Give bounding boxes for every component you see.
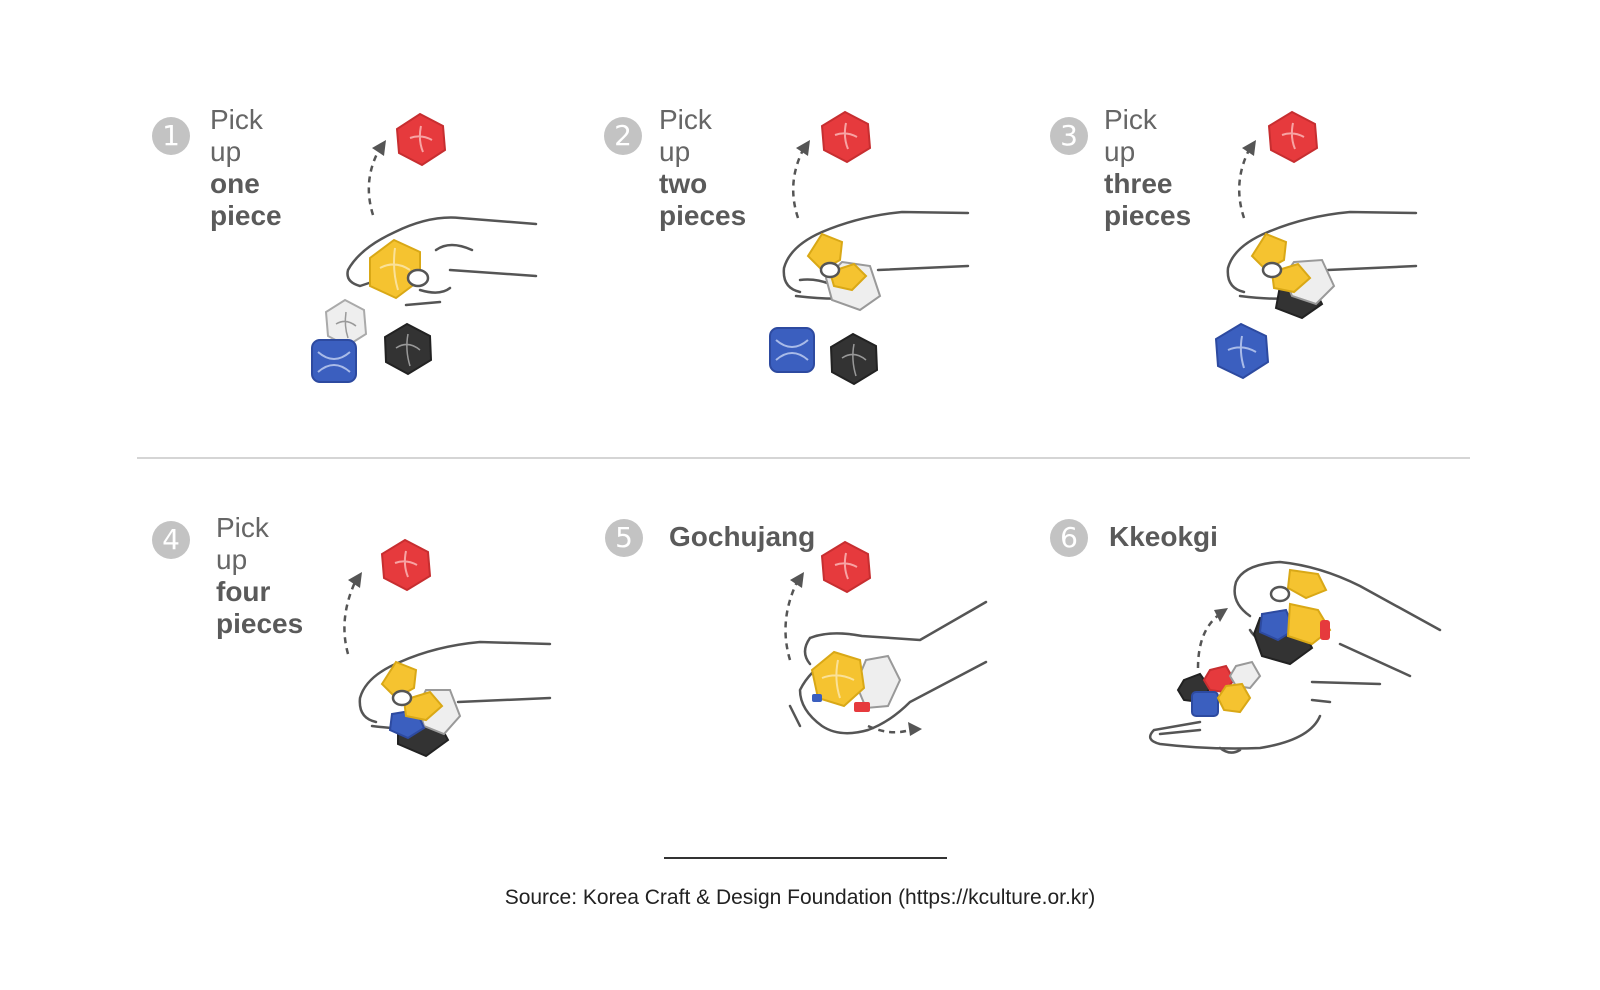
black-piece [829,332,879,386]
yellow-piece [1216,682,1252,714]
yellow-piece [1286,568,1328,600]
step-caption: Pick up four pieces [216,512,303,640]
caption-line: four [216,576,271,607]
thumb [1261,261,1283,279]
piece-cross-mark [834,552,858,580]
piece-cross-mark [394,550,418,578]
dashed-arrow [1196,612,1221,669]
caption-line: Pick up [210,104,263,167]
caption-line: pieces [1104,200,1192,231]
piece-cross-mark [335,311,357,339]
red-piece [1320,620,1330,640]
source-citation: Source: Korea Craft & Design Foundation … [504,886,1096,909]
piece-cross-mark [317,351,351,373]
step-number-badge: 6 [1050,519,1088,557]
step-6-illustration [1148,560,1442,754]
hand-outline [788,600,988,735]
piece-cross-mark [379,247,411,291]
caption-line: two [659,168,708,199]
arrow-head [790,572,804,588]
step-2-illustration [769,110,970,386]
step-number-badge: 4 [152,521,190,559]
dashed-arrow [343,579,358,655]
caption-line: one [210,168,260,199]
step-number-badge: 2 [604,117,642,155]
arrow-head [1214,608,1228,622]
piece-cross-mark [821,659,855,699]
thumb [406,268,430,288]
caption-line: pieces [216,608,304,639]
caption-line: Pick up [216,512,269,575]
blue-piece [812,694,822,702]
dashed-arrow [867,724,911,734]
blue-piece [311,339,357,383]
arrow-head [1242,140,1256,156]
piece-pattern [395,333,421,367]
dashed-arrow [784,579,800,661]
thumb [819,261,841,279]
yellow-piece [810,650,866,708]
step-caption: Gochujang [669,521,816,552]
step-caption: Kkeokgi [1109,521,1218,552]
red-piece [854,702,870,712]
caption-line: pieces [659,200,747,231]
step-number-badge: 1 [152,117,190,155]
step-3-illustration [1214,110,1418,380]
step-caption: Pick up one piece [210,104,282,232]
arrow-head [372,140,386,156]
step-1-illustration [311,112,538,383]
step-caption: Pick up three pieces [1104,104,1191,232]
caption-line: piece [210,200,282,231]
source-rule [664,857,947,859]
thumb [1269,585,1291,603]
piece-cross-mark [834,122,858,150]
piece-cross-mark [1227,335,1257,369]
arrow-head [796,140,810,156]
step-number-badge: 5 [605,519,643,557]
arrow-head [908,722,922,736]
hand-outline [1148,680,1382,754]
section-divider [137,457,1470,459]
white-piece [1228,660,1262,690]
piece-cross-mark [775,339,809,361]
caption-line: Pick up [659,104,712,167]
step-5-illustration [784,540,988,736]
black-piece [383,322,433,376]
hand-outline [782,210,970,300]
dashed-arrow [367,147,382,216]
thumb [391,689,413,707]
blue-piece [769,327,815,373]
step-number-badge: 3 [1050,117,1088,155]
step-caption: Pick up two pieces [659,104,746,232]
blue-piece [1214,322,1270,380]
yellow-piece [402,690,444,722]
caption-line: Pick up [1104,104,1157,167]
hand-outline [346,216,538,307]
dashed-arrow [1238,147,1252,219]
caption-line: three [1104,168,1173,199]
blue-piece [1191,691,1219,717]
dashed-arrow [792,147,806,219]
piece-cross-mark [1281,122,1305,150]
blue-piece [1258,608,1296,642]
piece-cross-mark [409,125,433,153]
arrow-head [348,572,362,588]
step-4-illustration [343,538,552,758]
piece-pattern [841,343,867,377]
